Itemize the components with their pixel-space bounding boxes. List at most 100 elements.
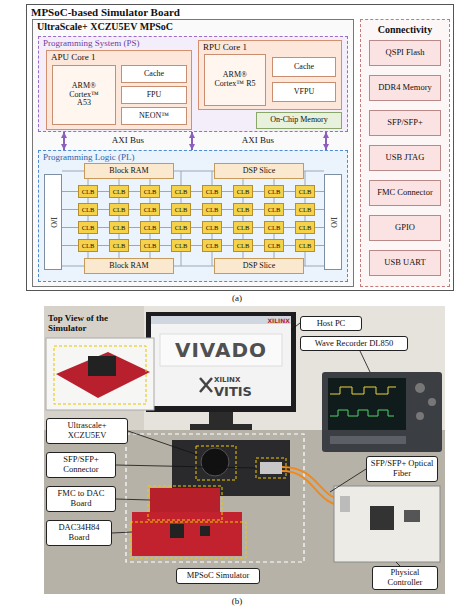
xilinx-logo bbox=[200, 378, 212, 392]
screen-bar bbox=[151, 316, 291, 324]
clb-block: CLB bbox=[202, 185, 222, 198]
node-text: USB UART bbox=[384, 258, 425, 268]
interface-box: USB UART bbox=[369, 250, 441, 276]
clb-block: CLB bbox=[264, 239, 284, 252]
heading-text: Programming System (PS) bbox=[43, 38, 140, 49]
clb-block: CLB bbox=[140, 221, 160, 234]
text-label: Top View of the Simulator bbox=[48, 313, 144, 333]
node-text: Wave Recorder DL850 bbox=[315, 339, 394, 349]
callout-box: Ultrascale+ XCZU5EV bbox=[46, 418, 128, 444]
callout-box: MPSoC Simulator bbox=[176, 568, 260, 584]
highlight-frame bbox=[54, 346, 146, 404]
node-text: CLB bbox=[82, 206, 95, 213]
node-text: CLB bbox=[206, 188, 219, 195]
callout-box: Wave Recorder DL850 bbox=[300, 336, 408, 351]
inset-board bbox=[56, 352, 150, 398]
node-text: SFP/SFP+ Connector bbox=[49, 455, 113, 474]
interface-box: FMC Connector bbox=[369, 180, 441, 206]
clb-block: CLB bbox=[264, 221, 284, 234]
clb-block: CLB bbox=[295, 185, 315, 198]
knob bbox=[415, 383, 425, 393]
interface-box: DDR4 Memory bbox=[369, 75, 441, 101]
interface-box: USB JTAG bbox=[369, 145, 441, 171]
clb-block: CLB bbox=[78, 203, 98, 216]
node-text: CLB bbox=[82, 242, 95, 249]
clb-block: CLB bbox=[264, 185, 284, 198]
node-text: Ultrascale+ XCZU5EV bbox=[49, 421, 125, 440]
clb-block: CLB bbox=[109, 185, 129, 198]
text-label: VIVADO bbox=[160, 338, 282, 362]
processor-box: ARM® Cortex™ R5 bbox=[204, 54, 266, 106]
clb-block: CLB bbox=[109, 239, 129, 252]
callout-box: SFP/SFP+ Connector bbox=[46, 452, 116, 478]
node-text: CLB bbox=[268, 242, 281, 249]
node-text: SFP/SFP+ bbox=[387, 118, 423, 128]
node-text: CLB bbox=[206, 224, 219, 231]
heading-text: MPSoC-based Simulator Board bbox=[31, 6, 180, 19]
node-text: CLB bbox=[237, 188, 250, 195]
node-text: CLB bbox=[175, 242, 188, 249]
node-text: CLB bbox=[175, 206, 188, 213]
unit-box: VFPU bbox=[272, 82, 336, 102]
node-text: CLB bbox=[206, 242, 219, 249]
node-text: GPIO bbox=[395, 223, 415, 233]
clb-block: CLB bbox=[171, 221, 191, 234]
text-label: VITIS bbox=[214, 384, 274, 399]
interface-box: GPIO bbox=[369, 215, 441, 241]
clb-block: CLB bbox=[78, 239, 98, 252]
node-text: CLB bbox=[237, 224, 250, 231]
node-text: MPSoC Simulator bbox=[187, 571, 250, 581]
text-label: XILINX bbox=[214, 376, 264, 384]
node-text: Cache bbox=[144, 70, 164, 79]
clb-block: CLB bbox=[140, 185, 160, 198]
controller-board bbox=[334, 486, 440, 562]
oscilloscope-screen bbox=[328, 378, 406, 430]
node-text: ARM® Cortex™ A53 bbox=[62, 82, 106, 109]
clb-block: CLB bbox=[171, 185, 191, 198]
photo-background bbox=[44, 306, 445, 594]
desk-surface bbox=[44, 430, 445, 594]
text-label: (a) bbox=[222, 293, 252, 303]
core-box: APU Core 1ARM® Cortex™ A53CacheFPUNEON™ bbox=[46, 50, 192, 130]
highlight-frame bbox=[148, 486, 222, 520]
connector bbox=[340, 496, 350, 512]
clb-block: CLB bbox=[140, 239, 160, 252]
node-text: CLB bbox=[237, 206, 250, 213]
node-text: On-Chip Memory bbox=[270, 116, 328, 125]
clb-block: CLB bbox=[233, 221, 253, 234]
oscilloscope-body bbox=[322, 372, 442, 452]
heading-text: RPU Core 1 bbox=[203, 42, 247, 53]
node-text: NEON™ bbox=[139, 112, 169, 121]
monitor-frame bbox=[146, 312, 296, 412]
node-text: CLB bbox=[144, 206, 157, 213]
clb-block: CLB bbox=[202, 203, 222, 216]
heading-text: Connectivity bbox=[361, 24, 449, 36]
clb-block: CLB bbox=[140, 203, 160, 216]
node-text: FPU bbox=[147, 91, 162, 100]
node-text: CLB bbox=[268, 224, 281, 231]
node-text: DDR4 Memory bbox=[378, 83, 432, 93]
chip bbox=[404, 510, 420, 522]
monitor-stand bbox=[209, 412, 233, 426]
monitor-screen bbox=[151, 316, 291, 406]
clb-block: CLB bbox=[109, 221, 129, 234]
node-text: CLB bbox=[268, 206, 281, 213]
node-text: CLB bbox=[113, 242, 126, 249]
mpsoc-board bbox=[172, 440, 290, 496]
node-text: CLB bbox=[175, 224, 188, 231]
inset-photo bbox=[46, 338, 154, 410]
node-text: CLB bbox=[237, 242, 250, 249]
unit-box: NEON™ bbox=[121, 107, 187, 125]
clb-block: CLB bbox=[171, 239, 191, 252]
node-text: Block RAM bbox=[109, 167, 148, 176]
highlight-frame bbox=[130, 522, 246, 558]
callout-box: Physical Controller bbox=[372, 566, 438, 590]
button-row bbox=[330, 436, 406, 444]
waveform bbox=[330, 387, 396, 394]
node-text: DSP Slice bbox=[243, 167, 275, 176]
clb-block: CLB bbox=[78, 185, 98, 198]
memory-block: Block RAM bbox=[84, 258, 174, 274]
clb-block: CLB bbox=[109, 203, 129, 216]
node-text: I/O bbox=[49, 217, 58, 228]
node-text: CLB bbox=[144, 242, 157, 249]
